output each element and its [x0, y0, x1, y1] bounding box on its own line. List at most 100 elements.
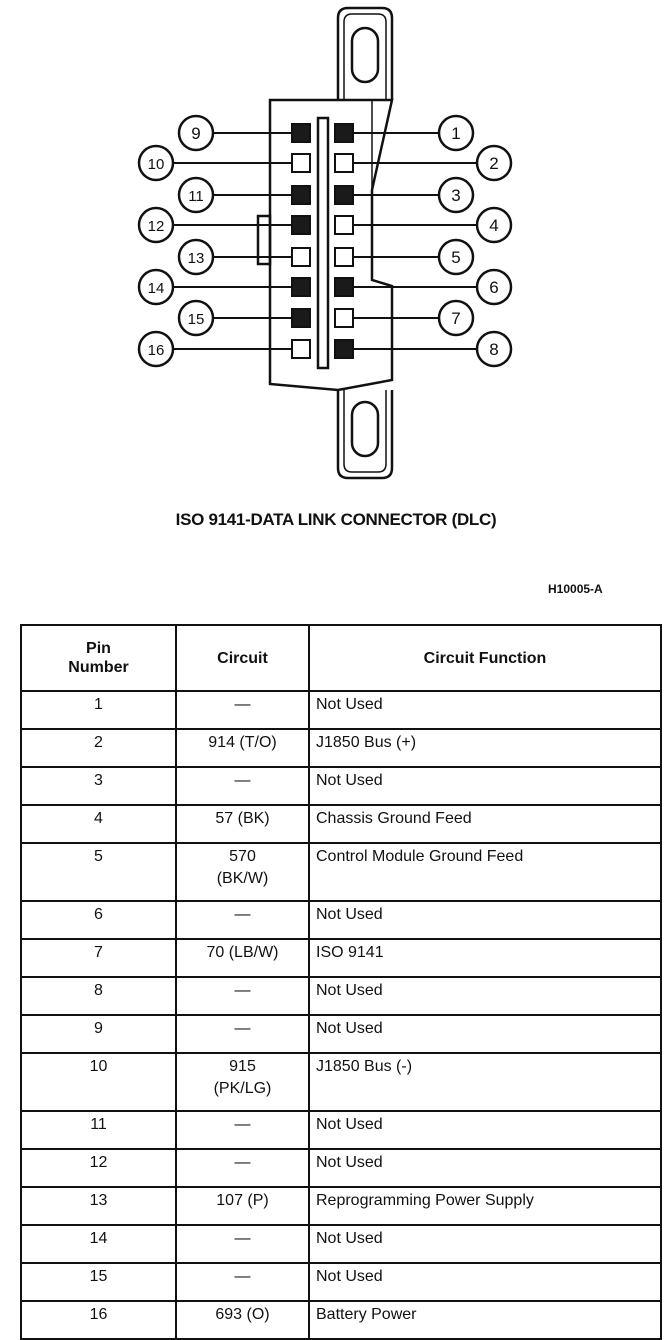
pin-number-cell: 5	[20, 842, 177, 902]
pin-callout-label: 6	[489, 278, 498, 297]
pin-number-cell: 2	[20, 728, 177, 768]
left-pin-cavity-1	[291, 123, 311, 143]
table-row: 3—Not Used	[20, 766, 662, 806]
left-pin-cavity-5	[291, 247, 311, 267]
pin-callout-circle	[475, 206, 513, 244]
table-row: 15—Not Used	[20, 1262, 662, 1302]
pin-callout-circle	[437, 299, 475, 337]
pin-callout-circle	[475, 330, 513, 368]
circuit-function-cell: Not Used	[308, 1224, 662, 1264]
left-pin-cavity-8	[291, 339, 311, 359]
table-row: 1—Not Used	[20, 690, 662, 730]
circuit-cell: —	[175, 766, 310, 806]
connector-body	[268, 98, 394, 392]
circuit-cell: —	[175, 1224, 310, 1264]
circuit-cell: —	[175, 976, 310, 1016]
pin-callout-circle	[137, 144, 175, 182]
bottom-mounting-hole	[350, 400, 380, 458]
circuit-function-header: Circuit Function	[308, 624, 662, 692]
pin-callout-label: 14	[148, 280, 165, 297]
pin-callout-circle	[177, 114, 215, 152]
circuit-cell: —	[175, 1014, 310, 1054]
pin-callout-circle	[177, 238, 215, 276]
pin-number-cell: 11	[20, 1110, 177, 1150]
pin-callout-label: 15	[188, 311, 205, 328]
right-pin-cavity-8	[334, 339, 354, 359]
circuit-cell: 570(BK/W)	[175, 842, 310, 902]
pin-callout-circle	[475, 144, 513, 182]
pin-number-cell: 3	[20, 766, 177, 806]
circuit-cell: 915(PK/LG)	[175, 1052, 310, 1112]
pin-callout-label: 7	[451, 309, 460, 328]
circuit-function-cell: Control Module Ground Feed	[308, 842, 662, 902]
left-pin-cavity-3	[291, 185, 311, 205]
circuit-function-cell: Battery Power	[308, 1300, 662, 1340]
pin-number-cell: 16	[20, 1300, 177, 1340]
diagram-title: ISO 9141-DATA LINK CONNECTOR (DLC)	[175, 510, 497, 529]
circuit-header: Circuit	[175, 624, 310, 692]
circuit-cell: 107 (P)	[175, 1186, 310, 1226]
pin-number-cell: 8	[20, 976, 177, 1016]
pin-callout-circle	[475, 268, 513, 306]
top-mounting-ear	[336, 6, 394, 100]
circuit-function-cell: Not Used	[308, 690, 662, 730]
circuit-function-cell: Chassis Ground Feed	[308, 804, 662, 844]
circuit-function-cell: Not Used	[308, 1262, 662, 1302]
right-pin-cavity-1	[334, 123, 354, 143]
table-row: 9—Not Used	[20, 1014, 662, 1054]
circuit-function-cell: Not Used	[308, 766, 662, 806]
right-pin-cavity-3	[334, 185, 354, 205]
pin-callout-circle	[137, 330, 175, 368]
circuit-cell: 914 (T/O)	[175, 728, 310, 768]
left-pin-cavity-7	[291, 308, 311, 328]
pin-callout-label: 16	[148, 342, 165, 359]
right-pin-cavity-6	[334, 277, 354, 297]
pin-callout-label: 12	[148, 218, 165, 235]
circuit-function-cell: Not Used	[308, 1014, 662, 1054]
pin-callout-circle	[437, 176, 475, 214]
right-pin-cavity-2	[334, 153, 354, 173]
pin-callout-label: 10	[148, 156, 165, 173]
pin-callout-label: 1	[451, 124, 460, 143]
pin-callout-circle	[137, 268, 175, 306]
table-row: 12—Not Used	[20, 1148, 662, 1188]
top-mounting-hole	[350, 26, 380, 84]
pin-callout-label: 4	[489, 216, 498, 235]
circuit-cell: —	[175, 690, 310, 730]
pin-number-cell: 15	[20, 1262, 177, 1302]
pin-callout-circle	[437, 114, 475, 152]
right-pin-cavity-4	[334, 215, 354, 235]
right-pin-cavity-7	[334, 308, 354, 328]
table-row: 6—Not Used	[20, 900, 662, 940]
pin-callout-label: 5	[451, 248, 460, 267]
pin-callout-label: 3	[451, 186, 460, 205]
pin-number-cell: 9	[20, 1014, 177, 1054]
circuit-cell: —	[175, 1262, 310, 1302]
center-divider	[316, 116, 330, 370]
circuit-function-cell: Not Used	[308, 1148, 662, 1188]
circuit-function-cell: J1850 Bus (+)	[308, 728, 662, 768]
pin-callout-label: 13	[188, 250, 205, 267]
left-pin-cavity-2	[291, 153, 311, 173]
left-pin-cavity-6	[291, 277, 311, 297]
pin-number-cell: 1	[20, 690, 177, 730]
circuit-function-cell: Not Used	[308, 976, 662, 1016]
pin-number-cell: 14	[20, 1224, 177, 1264]
pin-callout-label: 9	[191, 124, 200, 143]
circuit-cell: 693 (O)	[175, 1300, 310, 1340]
right-pin-cavity-5	[334, 247, 354, 267]
circuit-function-cell: Not Used	[308, 900, 662, 940]
left-pin-cavity-4	[291, 215, 311, 235]
pin-number-cell: 12	[20, 1148, 177, 1188]
pin-number-cell: 4	[20, 804, 177, 844]
table-row: 8—Not Used	[20, 976, 662, 1016]
